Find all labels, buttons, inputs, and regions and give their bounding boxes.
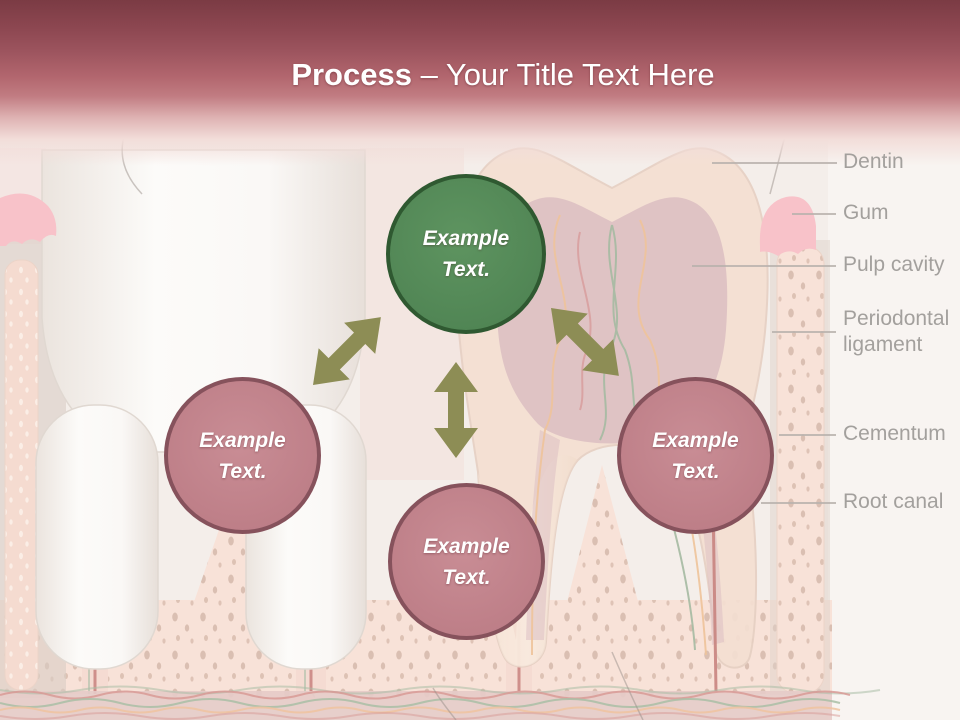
label-cementum: Cementum <box>843 422 946 445</box>
process-node-right: Example Text. <box>617 377 774 534</box>
node-text-line1: Example <box>199 428 286 452</box>
label-periodontal-ligament: Periodontal ligament <box>843 307 950 356</box>
title-subtitle: – Your Title Text Here <box>411 57 715 92</box>
right-periodontal-column <box>770 240 830 695</box>
label-root-canal: Root canal <box>843 490 944 513</box>
node-text-line1: Example <box>422 227 510 250</box>
leader-line-root-canal <box>761 502 836 504</box>
leader-line-dentin <box>712 162 837 164</box>
leader-line-cementum <box>779 434 836 436</box>
node-text-line2: Text. <box>671 459 720 483</box>
vessel-band <box>0 685 881 720</box>
incisor-tooth <box>35 149 367 670</box>
right-light-panel <box>828 0 960 720</box>
node-text-line1: Example <box>423 534 510 558</box>
process-node-top: Example Text. <box>386 174 546 334</box>
page-title: Process – Your Title Text Here <box>46 56 960 96</box>
process-node-bottom: Example Text. <box>388 483 545 640</box>
node-text-line2: Text. <box>441 258 491 281</box>
title-keyword: Process <box>291 57 412 92</box>
gum-tissue <box>0 193 816 256</box>
node-text-line2: Text. <box>218 459 267 483</box>
node-text-line1: Example <box>652 428 739 452</box>
node-text-line2: Text. <box>442 565 491 589</box>
label-gum: Gum <box>843 201 889 224</box>
leader-line-gum <box>792 213 836 215</box>
leader-line-periodontal-ligament <box>772 331 836 333</box>
label-dentin: Dentin <box>843 150 904 173</box>
leader-line-pulp-cavity <box>692 265 836 267</box>
process-node-left: Example Text. <box>164 377 321 534</box>
label-pulp-cavity: Pulp cavity <box>843 253 945 276</box>
